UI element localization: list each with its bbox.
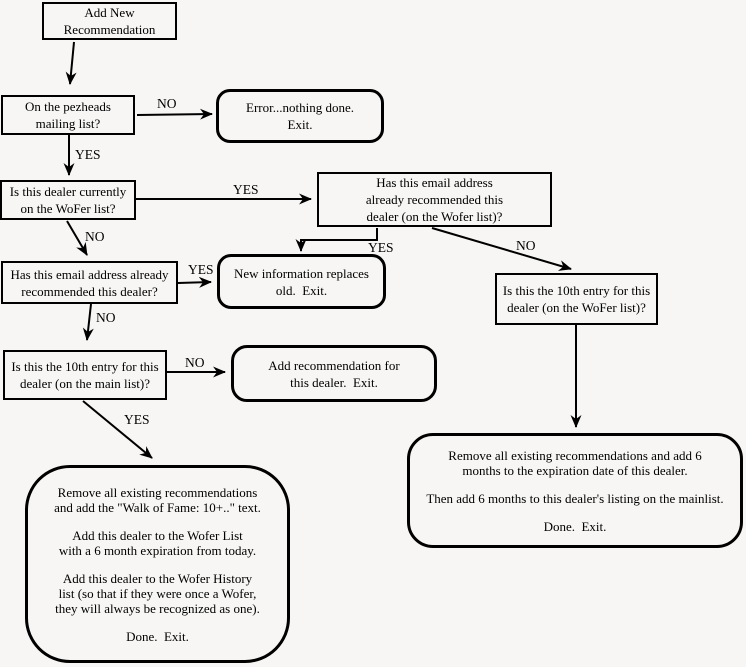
node-text-line: Remove all existing recommendations and …	[448, 447, 702, 463]
connector-pezheads-no-to-error	[136, 108, 213, 120]
node-text-line: Has this email address already	[10, 266, 169, 282]
node-pezheads-question: On the pezheads mailing list?	[1, 95, 135, 135]
node-paragraph: Then add 6 months to this dealer's listi…	[426, 491, 723, 506]
node-paragraph: Remove all existing recommendations and …	[54, 485, 261, 515]
node-email-already-question: Has this email address already recommend…	[1, 261, 178, 304]
node-text-line: Add this dealer to the Wofer List	[72, 527, 243, 543]
node-text-line: and add the "Walk of Fame: 10+.." text.	[54, 499, 261, 515]
node-text-line: Recommendation	[63, 22, 156, 37]
node-tenth-main-question: Is this the 10th entry for this dealer (…	[3, 350, 167, 400]
node-paragraph: Done. Exit.	[126, 629, 189, 644]
node-text-line: Add this dealer to the Wofer History	[62, 570, 253, 586]
edge-label-currently-yes: YES	[233, 182, 259, 197]
node-paragraph: Add this dealer to the Wofer List with a…	[59, 528, 256, 558]
node-add-recommendation-exit: Add recommendation for this dealer. Exit…	[231, 345, 437, 402]
node-text-line: recommended this dealer?	[21, 283, 158, 299]
node-email-wofer-question: Has this email address already recommend…	[317, 172, 552, 227]
node-text-line: Error...nothing done.	[246, 100, 354, 115]
node-text-line: dealer (on the WoFer list)?	[507, 300, 646, 315]
edge-label-email-wofer-no: NO	[516, 238, 536, 253]
node-text-line: already recommended this	[365, 192, 504, 207]
connector-emailalready-no-to-tenthmain	[82, 303, 94, 341]
node-paragraph: Remove all existing recommendations and …	[448, 448, 701, 478]
node-text-line: Done. Exit.	[543, 518, 607, 534]
edge-label-email-wofer-yes: YES	[368, 240, 394, 255]
connector-addnew-to-pezheads	[65, 41, 77, 85]
node-error-exit: Error...nothing done. Exit.	[216, 89, 384, 143]
connector-emailwofer-no-to-tenthwofer	[431, 227, 572, 271]
edge-label-currently-no: NO	[85, 229, 105, 244]
node-text-line: Exit.	[287, 117, 313, 132]
edge-label-tenth-main-yes: YES	[124, 412, 150, 427]
node-text-line: Remove all existing recommendations	[57, 484, 258, 500]
node-text-line: Is this the 10th entry for this	[11, 359, 159, 374]
node-extend-six-months-actions: Remove all existing recommendations and …	[407, 433, 743, 548]
node-text-line: Is this dealer currently	[9, 184, 127, 199]
edge-label-pezheads-no: NO	[157, 96, 177, 111]
node-paragraph: Done. Exit.	[544, 519, 607, 534]
node-text-line: dealer (on the main list)?	[20, 376, 150, 391]
node-text-line: Add New	[84, 5, 135, 20]
node-text-line: with a 6 month expiration from today.	[58, 542, 257, 558]
node-text-line: Is this the 10th entry for this	[502, 283, 651, 298]
node-text-line: this dealer. Exit.	[290, 374, 378, 390]
node-new-info-exit: New information replaces old. Exit.	[217, 254, 386, 309]
connector-tenthmain-yes-to-walkoffame	[82, 400, 153, 459]
node-text-line: they will always be recognized as one).	[55, 600, 260, 616]
node-add-new-recommendation: Add New Recommendation	[42, 2, 177, 40]
connector-emailalready-yes-to-newinfo	[177, 276, 212, 288]
node-text-line: dealer (on the Wofer list)?	[366, 209, 503, 224]
node-text-line: On the pezheads	[25, 99, 111, 114]
node-paragraph: Add this dealer to the Wofer History lis…	[55, 571, 260, 616]
node-walk-of-fame-actions: Remove all existing recommendations and …	[25, 465, 290, 663]
node-text-line: on the WoFer list?	[20, 201, 116, 216]
node-text-line: New information replaces	[233, 265, 369, 281]
connector-emailwofer-yes-to-newinfo	[295, 228, 378, 252]
edge-label-pezheads-yes: YES	[75, 147, 101, 162]
node-text-line: Then add 6 months to this dealer's listi…	[426, 490, 724, 506]
node-tenth-wofer-question: Is this the 10th entry for this dealer (…	[495, 273, 658, 325]
node-text-line: mailing list?	[35, 116, 101, 131]
node-text-line: Add recommendation for	[268, 357, 400, 373]
edge-label-email-already-no: NO	[96, 310, 116, 325]
node-text-line: list (so that if they were once a Wofer,	[58, 585, 257, 601]
edge-label-tenth-main-no: NO	[185, 355, 205, 370]
node-text-line: old. Exit.	[275, 282, 328, 298]
connector-currently-no-to-emailalready	[66, 220, 88, 256]
node-text-line: months to the expiration date of this de…	[462, 462, 688, 478]
node-currently-wofer-question: Is this dealer currently on the WoFer li…	[0, 180, 136, 220]
node-text-line: Has this email address	[376, 175, 493, 190]
node-text-line: Done. Exit.	[126, 628, 189, 644]
edge-label-email-already-yes: YES	[188, 262, 214, 277]
